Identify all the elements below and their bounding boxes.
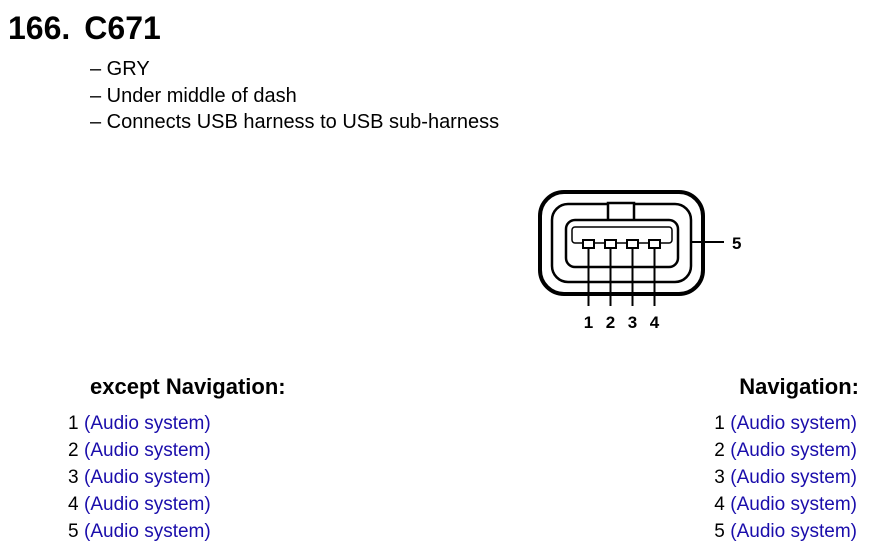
audio-system-link[interactable]: (Audio system) <box>84 467 211 488</box>
pin-number: 4 <box>714 494 725 515</box>
terminal-3 <box>626 239 639 249</box>
audio-system-link[interactable]: (Audio system) <box>730 440 857 461</box>
pin-label-2: 2 <box>606 313 615 332</box>
pin-number: 3 <box>714 467 725 488</box>
list-item: 3(Audio system) <box>68 464 211 491</box>
list-item: 5(Audio system) <box>68 518 211 545</box>
terminal-1 <box>582 239 595 249</box>
pin-label-5: 5 <box>732 234 741 253</box>
page-title: 166. C671 <box>8 8 161 48</box>
terminal-2 <box>604 239 617 249</box>
audio-system-link[interactable]: (Audio system) <box>730 494 857 515</box>
connector-locking-tab <box>606 201 636 223</box>
list-item: 5(Audio system) <box>714 518 857 545</box>
pin-number: 1 <box>714 413 725 434</box>
pin-number: 4 <box>68 494 79 515</box>
pin-number: 3 <box>68 467 79 488</box>
connector-cavity-inner <box>571 226 673 244</box>
audio-system-link[interactable]: (Audio system) <box>730 413 857 434</box>
audio-system-link[interactable]: (Audio system) <box>84 413 211 434</box>
detail-description: – Connects USB harness to USB sub-harnes… <box>90 111 500 133</box>
list-item: 1(Audio system) <box>68 410 211 437</box>
list-item: 4(Audio system) <box>714 491 857 518</box>
connector-details: – GRY – Under middle of dash – Connects … <box>90 56 499 136</box>
list-item: 2(Audio system) <box>68 437 211 464</box>
pin-label-4: 4 <box>650 313 660 332</box>
audio-system-link[interactable]: (Audio system) <box>730 521 857 542</box>
list-item: 2(Audio system) <box>714 437 857 464</box>
pin-label-1: 1 <box>584 313 593 332</box>
audio-system-link[interactable]: (Audio system) <box>84 521 211 542</box>
pin-number: 2 <box>68 440 79 461</box>
list-item: 3(Audio system) <box>714 464 857 491</box>
audio-system-link[interactable]: (Audio system) <box>730 467 857 488</box>
pin-number: 1 <box>68 413 79 434</box>
pin-number: 2 <box>714 440 725 461</box>
audio-system-link[interactable]: (Audio system) <box>84 494 211 515</box>
pin-list-navigation: 1(Audio system) 2(Audio system) 3(Audio … <box>714 410 857 545</box>
detail-location: – Under middle of dash <box>90 84 297 107</box>
pin-list-except-navigation: 1(Audio system) 2(Audio system) 3(Audio … <box>68 410 211 545</box>
audio-system-link[interactable]: (Audio system) <box>84 440 211 461</box>
detail-color: – GRY <box>90 58 150 80</box>
pin-number: 5 <box>68 521 79 542</box>
terminal-4 <box>648 239 661 249</box>
connector-code: C671 <box>84 10 161 46</box>
pin-number: 5 <box>714 521 725 542</box>
connector-diagram: 1 2 3 4 5 <box>538 190 741 332</box>
connector-number: 166. <box>8 10 71 46</box>
list-item: 4(Audio system) <box>68 491 211 518</box>
section-heading-navigation: Navigation: <box>739 374 859 399</box>
pin-label-3: 3 <box>628 313 637 332</box>
section-heading-except-navigation: except Navigation: <box>90 374 286 399</box>
list-item: 1(Audio system) <box>714 410 857 437</box>
